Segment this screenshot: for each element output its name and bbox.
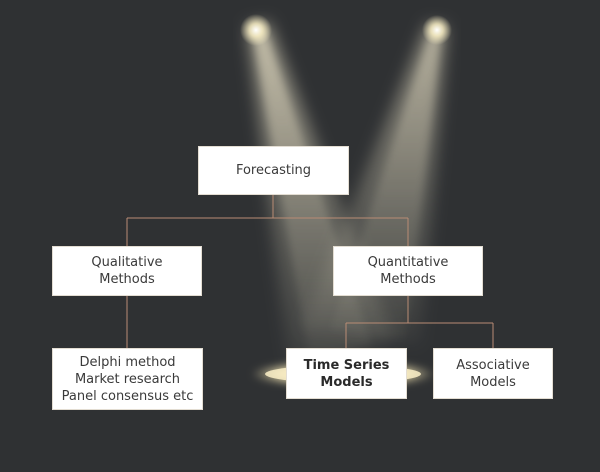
node-quantitative-line-2: Methods bbox=[380, 272, 436, 287]
node-forecasting-line-1: Forecasting bbox=[235, 163, 312, 178]
node-time-series-line-2: Models bbox=[320, 374, 373, 390]
node-associative-line-2: Models bbox=[470, 374, 516, 390]
node-examples-line-2: Market research bbox=[74, 371, 181, 387]
node-quantitative-line-1: Quantitative bbox=[367, 255, 449, 270]
right-spotlight-lamp bbox=[422, 15, 452, 45]
node-examples-line-3: Panel consensus etc bbox=[61, 388, 194, 404]
node-qualitative-line-1: Qualitative bbox=[91, 255, 163, 270]
node-qualitative-examples: Delphi method Market research Panel cons… bbox=[52, 348, 203, 410]
node-qualitative-line-2: Methods bbox=[99, 272, 155, 287]
node-quantitative-methods: Quantitative Methods bbox=[333, 246, 483, 296]
left-spotlight-lamp bbox=[240, 14, 272, 46]
node-qualitative-methods: Qualitative Methods bbox=[52, 246, 202, 296]
node-associative-models: Associative Models bbox=[433, 348, 553, 399]
node-time-series-models: Time Series Models bbox=[286, 348, 407, 399]
node-time-series-line-1: Time Series bbox=[303, 357, 390, 373]
node-associative-line-1: Associative bbox=[456, 357, 530, 373]
node-examples-line-1: Delphi method bbox=[79, 354, 176, 370]
node-forecasting: Forecasting bbox=[198, 146, 349, 195]
